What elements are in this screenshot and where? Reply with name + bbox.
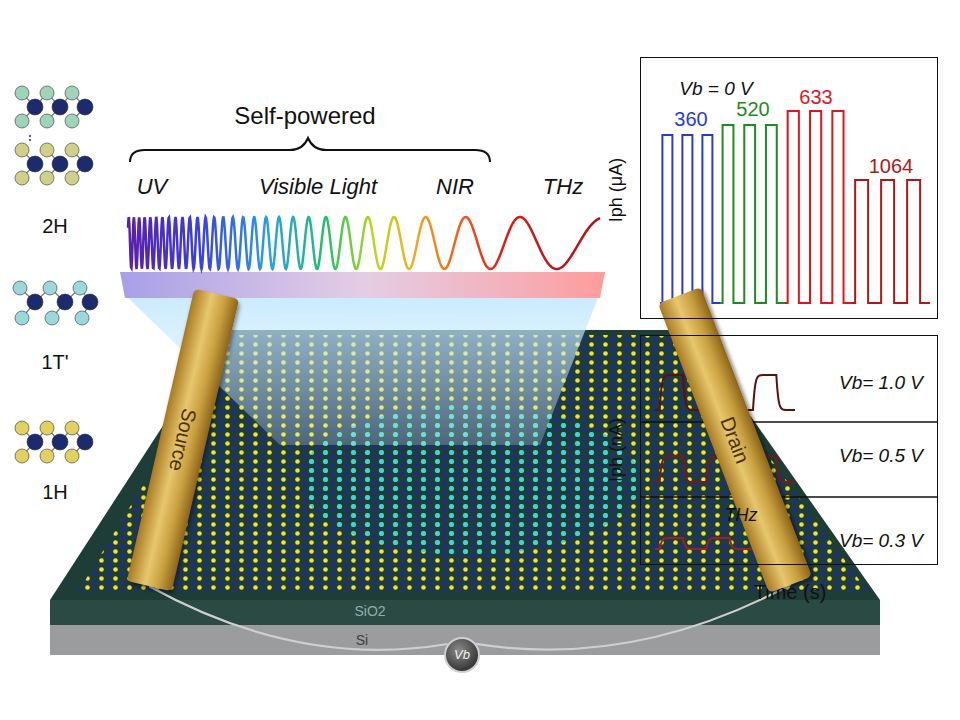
- atom: [15, 86, 29, 100]
- atom: [27, 434, 43, 450]
- atom: [65, 171, 79, 185]
- axis-label: Iph (μA): [607, 158, 627, 222]
- plot-annotation: Vb= 0.5 V: [839, 446, 923, 467]
- atom: [57, 294, 73, 310]
- wire: [149, 586, 447, 650]
- atom: [45, 311, 59, 325]
- atom: [40, 114, 54, 128]
- atom: [52, 156, 68, 172]
- spectrum-wave: [128, 217, 600, 269]
- phase-label: 1H: [42, 481, 68, 503]
- atom: [52, 434, 68, 450]
- atom: [15, 311, 29, 325]
- crystal-structure-icon: [13, 86, 98, 463]
- node-label: Source: [165, 407, 201, 474]
- atom: [40, 171, 54, 185]
- trace-360: [660, 135, 720, 303]
- phase-label: 2H: [42, 215, 68, 237]
- plot-annotation: Vb= 0.3 V: [839, 531, 923, 552]
- band-label: Visible Light: [259, 175, 377, 199]
- plot-annotation: THz: [725, 506, 758, 526]
- layer-label: SiO2: [354, 604, 385, 619]
- atom: [73, 281, 87, 295]
- sio2-side: [50, 600, 880, 625]
- atom: [13, 281, 27, 295]
- voltage-source: Vb: [444, 637, 480, 673]
- atom: [15, 114, 29, 128]
- atom: [65, 86, 79, 100]
- band-label: UV: [137, 175, 168, 199]
- plot-annotation: 633: [799, 86, 832, 108]
- axis-label: Iph (nA): [607, 418, 627, 482]
- node-label: Drain: [716, 414, 754, 467]
- atom: [27, 156, 43, 172]
- plot-panel: Vb= 1.0 V Vb= 0.5 V THzVb= 0.3 V: [640, 335, 938, 565]
- band-label: NIR: [436, 175, 474, 199]
- plot-annotation: 1064: [869, 155, 914, 177]
- atom: [15, 143, 29, 157]
- node-label: Vb: [454, 648, 470, 662]
- trace-1064: [852, 180, 930, 303]
- atom: [65, 114, 79, 128]
- plot-annotation: 520: [736, 98, 769, 120]
- plot-annotation: 360: [674, 108, 707, 130]
- atom: [15, 171, 29, 185]
- layer-label: Si: [356, 633, 368, 648]
- atom: [82, 294, 98, 310]
- atom: [65, 449, 79, 463]
- atom: [75, 311, 89, 325]
- atom: [40, 86, 54, 100]
- atom: [40, 421, 54, 435]
- atom: [77, 434, 93, 450]
- trace-520: [720, 125, 785, 303]
- panel-separator: [640, 421, 938, 423]
- panel-separator: [640, 496, 938, 498]
- atom: [15, 421, 29, 435]
- atom: [43, 281, 57, 295]
- atom: [27, 99, 43, 115]
- plot-annotation: Vb= 1.0 V: [839, 373, 923, 394]
- atom: [77, 99, 93, 115]
- panel-separator: [640, 422, 938, 497]
- drain-electrode: Drain: [658, 287, 812, 593]
- source-electrode: Source: [127, 289, 239, 592]
- atom: [52, 99, 68, 115]
- plot-annotation: Vb = 0 V: [679, 79, 752, 100]
- atom: [40, 449, 54, 463]
- phase-label: 1T': [41, 351, 68, 373]
- atom: [65, 143, 79, 157]
- atom: [65, 421, 79, 435]
- interlayer-mark: [29, 135, 31, 143]
- trace-633: [785, 111, 852, 303]
- plot-panel: Vb = 0 V 360 520 633 1064: [640, 57, 938, 319]
- wire: [476, 585, 790, 650]
- atom: [40, 143, 54, 157]
- heading-label: Self-powered: [234, 103, 375, 129]
- atom: [15, 449, 29, 463]
- atom: [27, 294, 43, 310]
- bracket: [130, 138, 490, 162]
- atom: [77, 156, 93, 172]
- band-label: THz: [543, 175, 583, 199]
